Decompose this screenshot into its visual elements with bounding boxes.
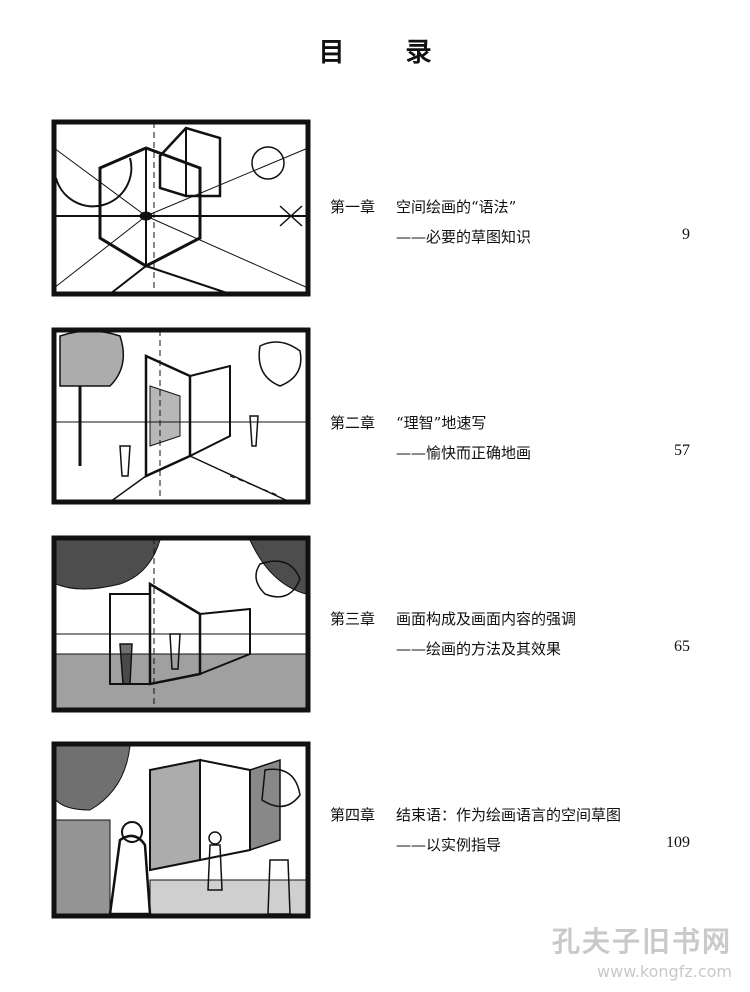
chapter-title: “理智”地速写 bbox=[396, 414, 487, 432]
toc-entry-1[interactable]: 第一章 空间绘画的“语法” ——必要的草图知识 9 bbox=[330, 196, 690, 247]
chapter-number: 第三章 bbox=[330, 610, 376, 628]
toc-entry-4[interactable]: 第四章 结束语：作为绘画语言的空间草图 ——以实例指导 109 bbox=[330, 804, 690, 855]
chapter-subtitle: ——以实例指导 bbox=[396, 836, 502, 854]
chapter-title: 结束语：作为绘画语言的空间草图 bbox=[396, 806, 622, 824]
page-number: 57 bbox=[674, 442, 690, 459]
sketch-illustration-2 bbox=[50, 326, 312, 506]
sketch-illustration-4 bbox=[50, 740, 312, 920]
chapter-number: 第四章 bbox=[330, 806, 376, 824]
chapter-subtitle: ——绘画的方法及其效果 bbox=[396, 640, 562, 658]
chapter-subtitle: ——愉快而正确地画 bbox=[396, 444, 532, 462]
chapter-title: 画面构成及画面内容的强调 bbox=[396, 610, 577, 628]
chapter-title: 空间绘画的“语法” bbox=[396, 198, 517, 216]
page-number: 65 bbox=[674, 638, 690, 655]
watermark-brand: 孔夫子旧书网 bbox=[551, 925, 732, 958]
page-title: 目 录 bbox=[318, 38, 458, 68]
chapter-number: 第二章 bbox=[330, 414, 376, 432]
watermark-url: www.kongfz.com bbox=[597, 962, 732, 981]
page-number: 9 bbox=[682, 226, 690, 243]
sketch-illustration-3 bbox=[50, 534, 312, 714]
chapter-number: 第一章 bbox=[330, 198, 376, 216]
toc-entry-3[interactable]: 第三章 画面构成及画面内容的强调 ——绘画的方法及其效果 65 bbox=[330, 608, 690, 659]
watermark: 孔夫子旧书网 www.kongfz.com bbox=[552, 920, 732, 981]
sketch-illustration-1 bbox=[50, 118, 312, 298]
page-number: 109 bbox=[666, 834, 690, 851]
toc-entry-2[interactable]: 第二章 “理智”地速写 ——愉快而正确地画 57 bbox=[330, 412, 690, 463]
chapter-subtitle: ——必要的草图知识 bbox=[396, 228, 532, 246]
